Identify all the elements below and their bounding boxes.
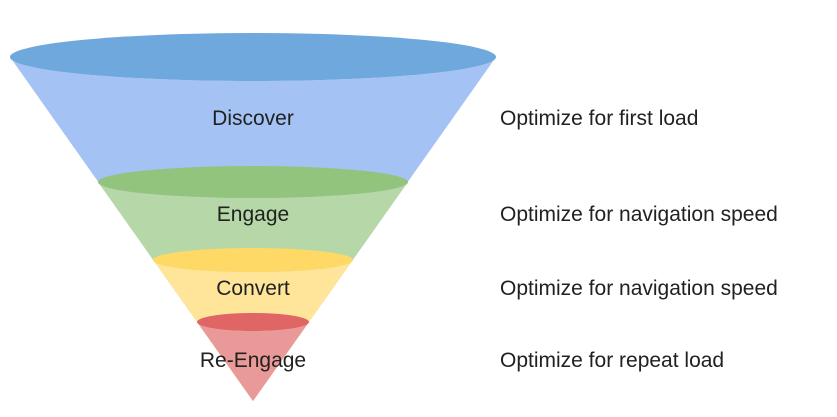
stage-label-discover: Discover	[212, 107, 294, 130]
stage-label-re-engage: Re-Engage	[200, 349, 306, 372]
stage-body-re-engage	[197, 322, 309, 401]
stage-label-engage: Engage	[217, 203, 289, 226]
stage-label-convert: Convert	[216, 277, 290, 300]
stage-annotation-discover: Optimize for first load	[500, 107, 698, 130]
stage-rim-re-engage	[197, 313, 309, 331]
stage-annotation-re-engage: Optimize for repeat load	[500, 349, 724, 372]
stage-rim-discover	[10, 33, 496, 81]
funnel-stage-re-engage	[197, 313, 309, 401]
funnel-stage-labels: Discover Engage Convert Re-Engage	[200, 107, 306, 372]
funnel-stage-annotations: Optimize for first load Optimize for nav…	[500, 107, 778, 372]
stage-rim-engage	[98, 166, 408, 198]
stage-annotation-engage: Optimize for navigation speed	[500, 203, 778, 226]
stage-rim-convert	[153, 248, 353, 272]
stage-annotation-convert: Optimize for navigation speed	[500, 277, 778, 300]
